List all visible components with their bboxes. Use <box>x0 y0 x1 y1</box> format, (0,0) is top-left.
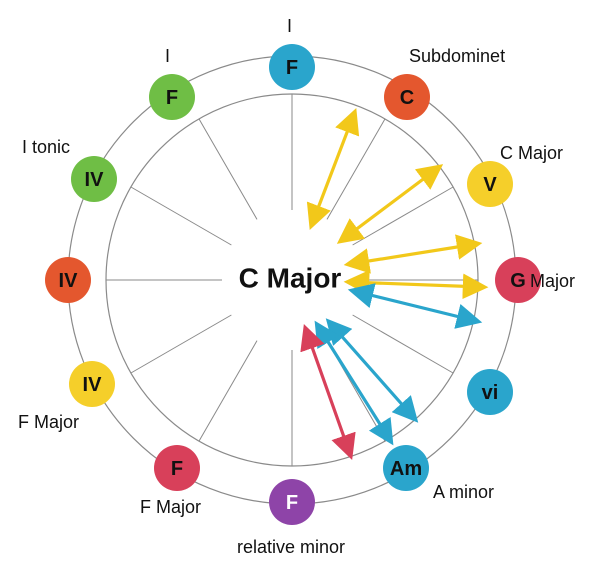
chord-node-label: IV <box>83 374 103 396</box>
chord-node-iv-yellow: IV <box>69 361 115 407</box>
double-arrow-red-1 <box>300 323 356 461</box>
chord-node-circle <box>467 369 513 415</box>
chord-node-iv-green: IV <box>71 156 117 202</box>
chord-node-label: G <box>510 270 526 292</box>
chord-node-label: Am <box>390 458 422 480</box>
double-arrow-blue-3 <box>314 320 394 446</box>
double-arrow-yellow-1 <box>306 108 360 230</box>
g-major-label: Major <box>530 271 575 291</box>
chord-node-upper-left-f: F <box>149 74 195 120</box>
c-major-label: C Major <box>500 143 563 163</box>
chord-node-v: V <box>467 161 513 207</box>
chord-node-g: G <box>495 257 541 303</box>
chord-node-am: Am <box>383 445 429 491</box>
chord-node-label: F <box>166 87 178 109</box>
chord-node-label: F <box>171 458 183 480</box>
double-arrow-yellow-4 <box>343 269 489 300</box>
chord-node-label: IV <box>59 270 79 292</box>
chord-node-label: V <box>483 174 497 196</box>
spoke-line <box>130 314 232 374</box>
chord-node-circle <box>467 161 513 207</box>
spoke-line <box>130 186 232 246</box>
chord-node-circle <box>384 74 430 120</box>
center-label: C Major <box>239 263 342 294</box>
chord-node-c: C <box>384 74 430 120</box>
spoke-line <box>198 340 258 442</box>
subdominant-label: Subdominet <box>409 46 505 66</box>
chord-node-circle <box>45 257 91 303</box>
chord-node-label: vi <box>482 382 499 404</box>
chord-node-label: C <box>400 87 414 109</box>
chord-node-bottom-f: F <box>269 479 315 525</box>
chord-node-circle <box>71 156 117 202</box>
i-tonic-label: I tonic <box>22 137 70 157</box>
chord-node-circle <box>69 361 115 407</box>
f-major-lower-label: F Major <box>140 497 201 517</box>
chord-node-circle <box>383 445 429 491</box>
chord-node-vi: vi <box>467 369 513 415</box>
top-numeral-label: I <box>287 16 292 36</box>
double-arrow-yellow-2 <box>336 164 444 244</box>
double-arrow-yellow-3 <box>343 234 483 274</box>
chord-node-label: F <box>286 492 298 514</box>
spoke-line <box>198 118 258 220</box>
chord-node-top-f: F <box>269 44 315 90</box>
a-minor-label: A minor <box>433 482 494 502</box>
upper-left-numeral-label: I <box>165 46 170 66</box>
chord-node-circle <box>269 479 315 525</box>
chord-node-circle <box>149 74 195 120</box>
chord-node-label: IV <box>85 169 105 191</box>
chord-node-circle <box>495 257 541 303</box>
arrows <box>300 108 489 461</box>
double-arrow-blue-1 <box>347 283 483 329</box>
chord-node-label: F <box>286 57 298 79</box>
chord-node-iv-orange: IV <box>45 257 91 303</box>
chord-node-circle <box>269 44 315 90</box>
relative-minor-label: relative minor <box>237 537 345 557</box>
chord-node-lower-left-f: F <box>154 445 200 491</box>
spoke-line <box>326 118 386 220</box>
f-major-left-label: F Major <box>18 412 79 432</box>
double-arrow-blue-2 <box>325 318 419 423</box>
chord-node-circle <box>154 445 200 491</box>
